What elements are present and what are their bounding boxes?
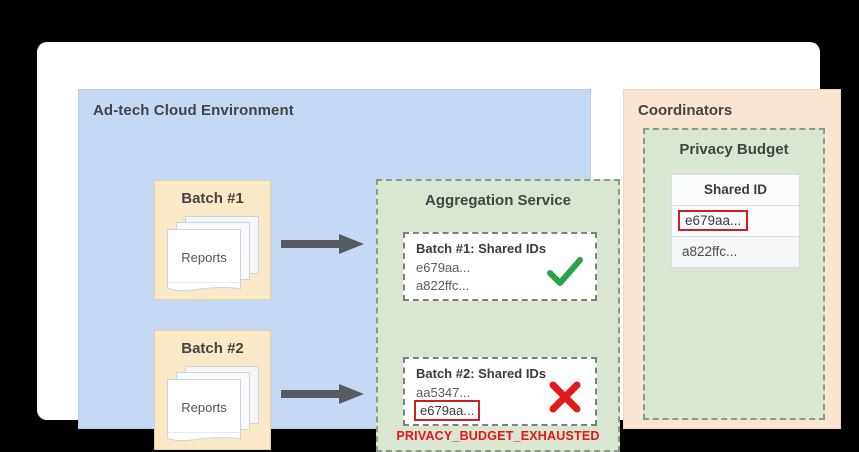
privacy-budget-title: Privacy Budget	[679, 141, 789, 158]
aggregation-service-panel: Aggregation Service Batch #1: Shared IDs…	[376, 179, 620, 452]
shared-id-table: Shared ID e679aa... a822ffc...	[671, 174, 800, 268]
privacy-budget-panel: Privacy Budget Shared ID e679aa... a822f…	[643, 128, 825, 420]
batch-2-shared-id-2-flagged: e679aa...	[414, 400, 481, 421]
aggregation-service-title: Aggregation Service	[425, 192, 571, 209]
diagram-canvas: Ad-tech Cloud Environment Batch #1 Repor…	[37, 42, 841, 452]
report-sheet-wavy-edge	[167, 432, 241, 442]
arrow-right-icon	[281, 384, 364, 404]
report-sheet-front: Reports	[167, 379, 241, 436]
diagram-card: Ad-tech Cloud Environment Batch #1 Repor…	[37, 42, 841, 452]
batch-2-shared-id-1: aa5347...	[416, 385, 471, 400]
check-icon	[547, 257, 583, 286]
coordinators-title: Coordinators	[638, 102, 733, 119]
report-sheet-wavy-edge	[167, 282, 241, 292]
cross-icon	[549, 381, 581, 413]
coordinators-panel: Coordinators Privacy Budget Shared ID e6…	[623, 89, 841, 429]
shared-id-column-header: Shared ID	[703, 182, 768, 197]
batch-1-report-stack: Reports	[167, 216, 259, 292]
adtech-cloud-panel: Ad-tech Cloud Environment Batch #1 Repor…	[78, 89, 620, 452]
batch-1-report-label: Reports	[181, 250, 227, 265]
batch-2-title: Batch #2	[181, 340, 244, 357]
shared-id-value: a822ffc...	[682, 244, 738, 259]
privacy-budget-error-text: PRIVACY_BUDGET_EXHAUSTED	[396, 429, 600, 443]
batch-1-shared-id-2: a822ffc...	[416, 278, 470, 293]
batch-1-shared-ids-header: Batch #1: Shared IDs	[416, 241, 547, 256]
batch-2-report-stack: Reports	[167, 366, 259, 442]
batch-2-shared-ids-header: Batch #2: Shared IDs	[416, 366, 547, 381]
batch-2-report-label: Reports	[181, 400, 227, 415]
shared-id-value-flagged: e679aa...	[678, 210, 749, 231]
arrow-right-icon	[281, 234, 364, 254]
batch-1-shared-id-1: e679aa...	[416, 260, 471, 275]
table-header-row: Shared ID	[672, 175, 799, 206]
batch-1-shared-ids-box: Batch #1: Shared IDs e679aa... a822ffc..…	[403, 232, 597, 301]
table-row: a822ffc...	[672, 237, 799, 267]
report-sheet-front: Reports	[167, 229, 241, 286]
batch-1-box: Batch #1 Reports	[154, 180, 271, 300]
batch-2-shared-ids-box: Batch #2: Shared IDs aa5347... e679aa...	[403, 357, 597, 426]
adtech-cloud-title: Ad-tech Cloud Environment	[93, 102, 294, 119]
table-row: e679aa...	[672, 206, 799, 237]
batch-2-box: Batch #2 Reports	[154, 330, 271, 450]
batch-1-title: Batch #1	[181, 190, 244, 207]
